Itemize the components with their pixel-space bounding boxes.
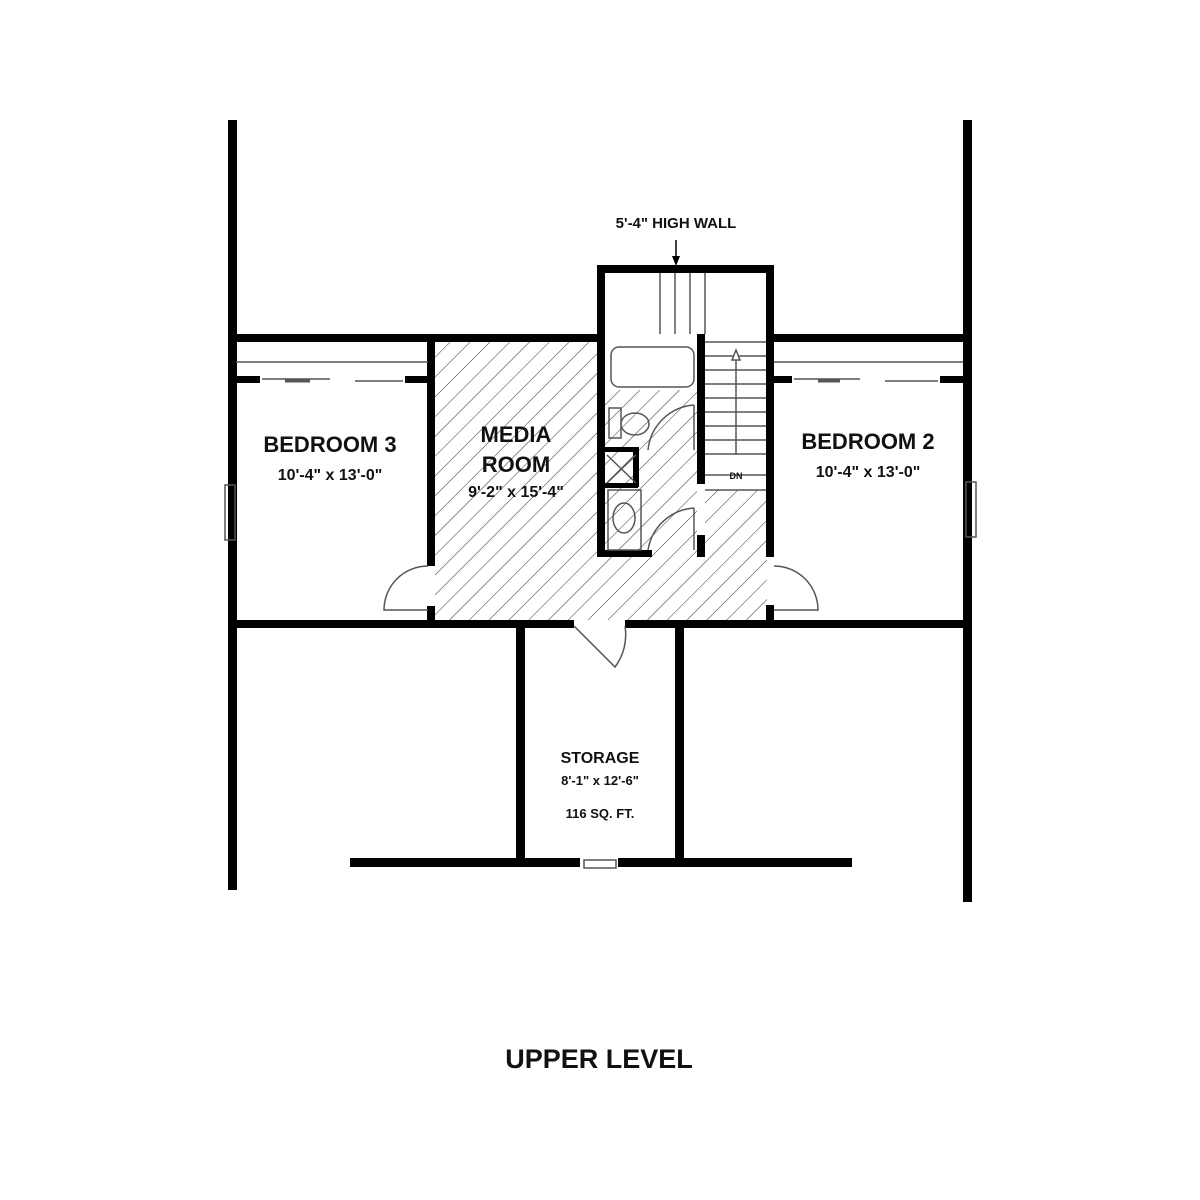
storage-size: 8'-1" x 12'-6" — [561, 773, 639, 788]
plan-title: UPPER LEVEL — [505, 1044, 693, 1074]
media-room-label-1: MEDIA — [481, 422, 552, 447]
bedroom-2-size: 10'-4" x 13'-0" — [816, 464, 921, 481]
stair-down-label: DN — [730, 471, 743, 481]
fixtures — [224, 273, 977, 869]
bedroom-3-size: 10'-4" x 13'-0" — [278, 467, 383, 484]
media-room-size: 9'-2" x 15'-4" — [468, 484, 564, 501]
walls — [228, 120, 972, 902]
bedroom-3-label: BEDROOM 3 — [263, 432, 396, 457]
bedroom-2-label: BEDROOM 2 — [801, 429, 934, 454]
storage-area: 116 SQ. FT. — [566, 806, 635, 821]
media-room-label-2: ROOM — [482, 452, 550, 477]
storage-label: STORAGE — [561, 750, 640, 767]
high-wall-note: 5'-4" HIGH WALL — [616, 215, 737, 232]
media-room-floor — [435, 342, 767, 620]
